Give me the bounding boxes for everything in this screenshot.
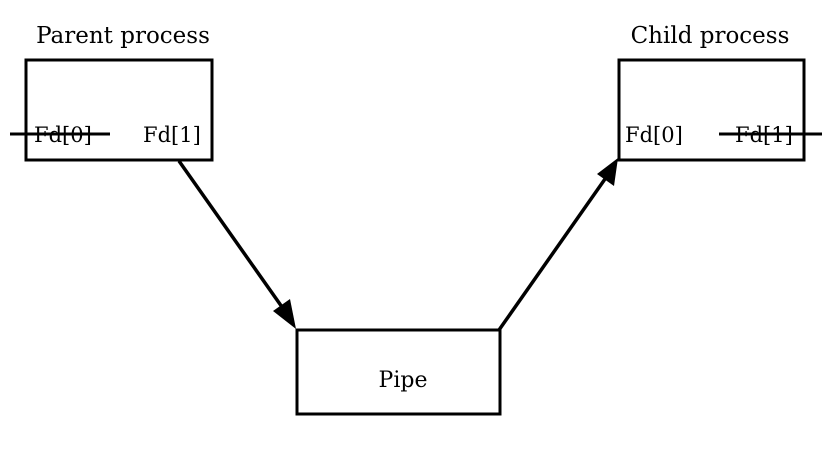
parent-process-box (24, 58, 214, 162)
child-process: Child process Fd[0] Fd[1] (617, 23, 822, 162)
child-fd-read-label: Fd[0] (625, 123, 683, 147)
child-process-box (617, 58, 806, 162)
edge-parent-to-pipe (177, 159, 296, 329)
edge-pipe-to-child (497, 158, 618, 332)
arrowhead-icon (597, 158, 618, 186)
child-process-title: Child process (631, 23, 790, 49)
arrowhead-icon (273, 299, 296, 329)
parent-process: Parent process Fd[0] Fd[1] (10, 23, 214, 162)
pipe-label: Pipe (379, 368, 428, 393)
pipe-box (295, 328, 502, 416)
parent-process-title: Parent process (36, 23, 210, 49)
parent-fd-write-label: Fd[1] (143, 123, 201, 147)
edge-parent-to-pipe-line (177, 159, 284, 309)
edge-pipe-to-child-line (497, 177, 607, 332)
pipe: Pipe (295, 328, 502, 416)
